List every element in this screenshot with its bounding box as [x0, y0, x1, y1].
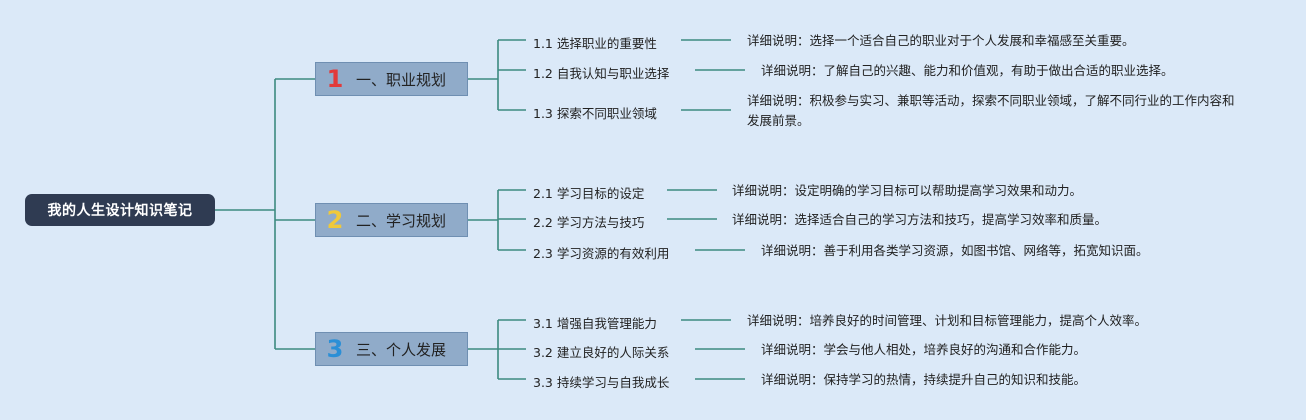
topic-2-1[interactable]: 2.1 学习目标的设定 [533, 186, 645, 201]
branch-number-1: 1 [326, 65, 344, 93]
branch-node-3[interactable]: 3 三、个人发展 [315, 332, 468, 366]
branch-number-2: 2 [326, 206, 344, 234]
topic-2-2[interactable]: 2.2 学习方法与技巧 [533, 215, 645, 230]
branch-label-2: 二、学习规划 [356, 211, 447, 230]
branch-node-2[interactable]: 2 二、学习规划 [315, 203, 468, 237]
topic-1-2[interactable]: 1.2 自我认知与职业选择 [533, 66, 670, 81]
detail-3-3: 详细说明：保持学习的热情，持续提升自己的知识和技能。 [761, 372, 1087, 387]
root-label: 我的人生设计知识笔记 [47, 203, 193, 219]
detail-1-1: 详细说明：选择一个适合自己的职业对于个人发展和幸福感至关重要。 [747, 33, 1135, 48]
topic-3-1[interactable]: 3.1 增强自我管理能力 [533, 316, 657, 331]
detail-3-1: 详细说明：培养良好的时间管理、计划和目标管理能力，提高个人效率。 [747, 313, 1148, 328]
branch-label-3: 三、个人发展 [356, 340, 447, 359]
detail-2-3: 详细说明：善于利用各类学习资源，如图书馆、网络等，拓宽知识面。 [761, 243, 1149, 258]
detail-1-2: 详细说明：了解自己的兴趣、能力和价值观，有助于做出合适的职业选择。 [761, 63, 1174, 78]
detail-3-2: 详细说明：学会与他人相处，培养良好的沟通和合作能力。 [761, 342, 1087, 357]
topic-2-3[interactable]: 2.3 学习资源的有效利用 [533, 246, 670, 261]
branch-number-3: 3 [326, 335, 344, 363]
branch-label-1: 一、职业规划 [356, 70, 447, 89]
root-node[interactable]: 我的人生设计知识笔记 [25, 194, 215, 226]
topic-3-3[interactable]: 3.3 持续学习与自我成长 [533, 375, 670, 390]
topic-3-2[interactable]: 3.2 建立良好的人际关系 [533, 345, 670, 360]
detail-1-3: 详细说明：积极参与实习、兼职等活动，探索不同职业领域，了解不同行业的工作内容和发… [747, 93, 1235, 128]
topic-1-3[interactable]: 1.3 探索不同职业领域 [533, 106, 657, 121]
topic-1-1[interactable]: 1.1 选择职业的重要性 [533, 36, 657, 51]
detail-2-1: 详细说明：设定明确的学习目标可以帮助提高学习效果和动力。 [732, 183, 1083, 198]
detail-2-2: 详细说明：选择适合自己的学习方法和技巧，提高学习效率和质量。 [732, 212, 1108, 227]
branch-node-1[interactable]: 1 一、职业规划 [315, 62, 468, 96]
